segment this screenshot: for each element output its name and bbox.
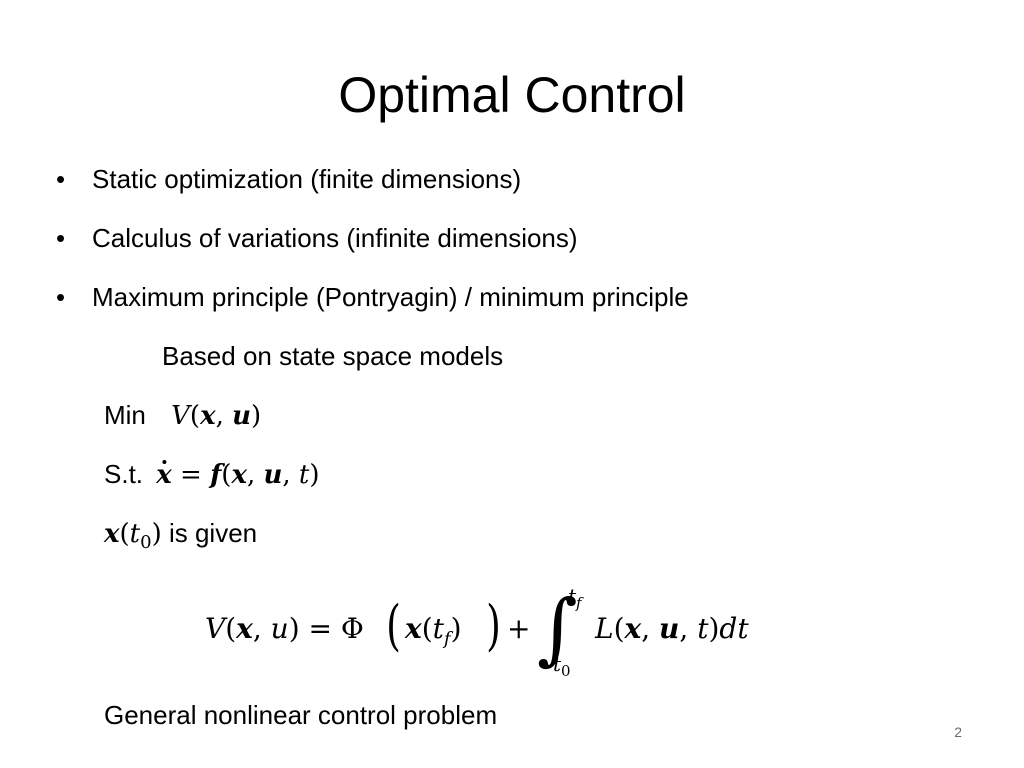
page-number: 2 <box>954 724 962 740</box>
bullet-text: Calculus of variations (infinite dimensi… <box>92 223 578 253</box>
objective-expression: V(x, u) <box>171 401 262 431</box>
integral-sign: ∫ <box>537 584 578 674</box>
bullet-text: Static optimization (finite dimensions) <box>92 164 522 194</box>
lower-limit: t0 <box>553 652 571 680</box>
bullet-text: Maximum principle (Pontryagin) / minimum… <box>92 282 689 312</box>
bullet-item: • Static optimization (finite dimensions) <box>56 162 521 196</box>
bullet-dot: • <box>56 164 66 194</box>
bullet-item: • Calculus of variations (infinite dimens… <box>56 221 578 255</box>
min-label: Min <box>104 400 146 430</box>
min-line: Min V(x, u) <box>104 398 261 433</box>
constraint-line: S.t. x = f(x, u, t) <box>104 457 320 492</box>
initial-state-expression: x(t0) <box>104 519 162 554</box>
bullet-item: • Maximum principle (Pontryagin) / minimu… <box>56 280 689 314</box>
slide-title: Optimal Control <box>338 67 686 123</box>
upper-limit: tf <box>568 584 582 612</box>
st-label: S.t. <box>104 459 144 489</box>
general-problem-text: General nonlinear control problem <box>104 700 498 730</box>
bullet-dot: • <box>56 223 66 253</box>
dynamics-expression: x = f(x, u, t) <box>156 460 320 490</box>
bullet-dot: • <box>56 282 66 312</box>
subline-text: Based on state space models <box>162 341 504 371</box>
initial-condition-line: x(t0) is given <box>104 516 257 560</box>
given-label: is given <box>168 518 258 548</box>
